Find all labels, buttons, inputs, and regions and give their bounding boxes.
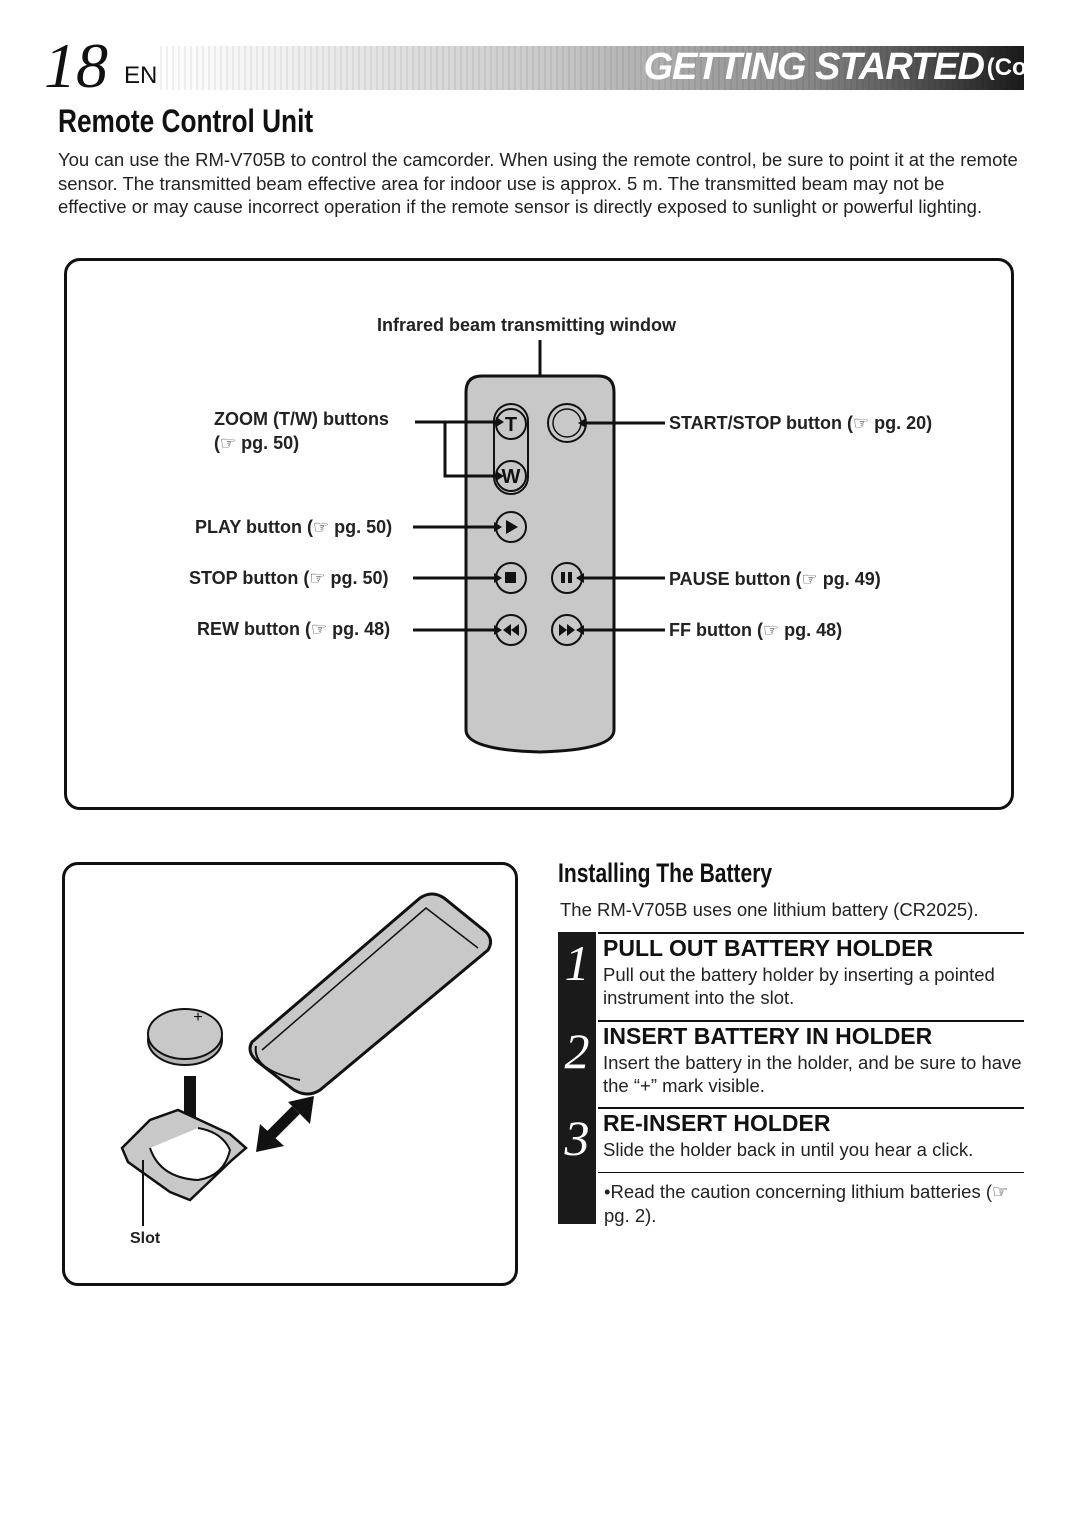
rew-icon: [503, 624, 519, 636]
step-3-number: 3: [564, 1110, 590, 1166]
page-language: EN: [124, 62, 158, 89]
step-3-body: Slide the holder back in until you hear …: [603, 1139, 974, 1160]
step-divider: [598, 932, 1024, 934]
remote-body: [464, 374, 616, 754]
step-2-number: 2: [564, 1023, 590, 1079]
step-divider: [598, 1107, 1024, 1109]
intro-paragraph: You can use the RM-V705B to control the …: [58, 149, 1018, 217]
step-number-bar: [558, 932, 596, 1224]
zoom-t-glyph: T: [505, 414, 517, 436]
remote-diagram-frame: [64, 258, 1014, 810]
step-1-body: Pull out the battery holder by inserting…: [603, 964, 995, 1008]
step-3-heading: RE-INSERT HOLDER: [603, 1110, 831, 1136]
step-2-body: Insert the battery in the holder, and be…: [603, 1052, 1022, 1096]
infrared-window-label: Infrared beam transmitting window: [377, 315, 677, 335]
battery-section-title: Installing The Battery: [558, 858, 773, 888]
chapter-title: GETTING STARTED: [643, 46, 985, 88]
header-bar: [160, 46, 1024, 90]
ff-icon: [559, 624, 575, 636]
play-icon: [506, 520, 518, 534]
section-title: Remote Control Unit: [58, 103, 314, 139]
zoom-label: ZOOM (T/W) buttons: [214, 409, 389, 429]
rew-label: REW button (☞ pg. 48): [197, 619, 391, 639]
zoom-w-glyph: W: [502, 466, 521, 488]
play-label: PLAY button (☞ pg. 50): [195, 517, 393, 537]
step-1-heading: PULL OUT BATTERY HOLDER: [603, 935, 934, 961]
zoom-ref-label: (☞ pg. 50): [214, 433, 300, 453]
note-divider: [598, 1172, 1024, 1173]
slot-label: Slot: [130, 1230, 161, 1247]
header-bar-texture: [160, 46, 1024, 90]
ff-label: FF button (☞ pg. 48): [669, 620, 843, 640]
lithium-caution-note: •Read the caution concerning lithium bat…: [604, 1181, 1009, 1226]
battery-figure-frame: [62, 862, 518, 1286]
zoom-w-leader: [443, 422, 496, 478]
step-1-number: 1: [564, 935, 590, 991]
step-2-heading: INSERT BATTERY IN HOLDER: [603, 1023, 933, 1049]
stop-label: STOP button (☞ pg. 50): [189, 568, 389, 588]
stop-icon: [505, 572, 516, 583]
battery-intro: The RM-V705B uses one lithium battery (C…: [560, 899, 979, 920]
step-divider: [598, 1020, 1024, 1022]
startstop-label: START/STOP button (☞ pg. 20): [669, 413, 933, 433]
page-number: 18: [44, 30, 108, 101]
pause-icon: [561, 572, 565, 583]
pause-label: PAUSE button (☞ pg. 49): [669, 569, 881, 589]
chapter-cont: (Cont.): [986, 54, 1064, 81]
